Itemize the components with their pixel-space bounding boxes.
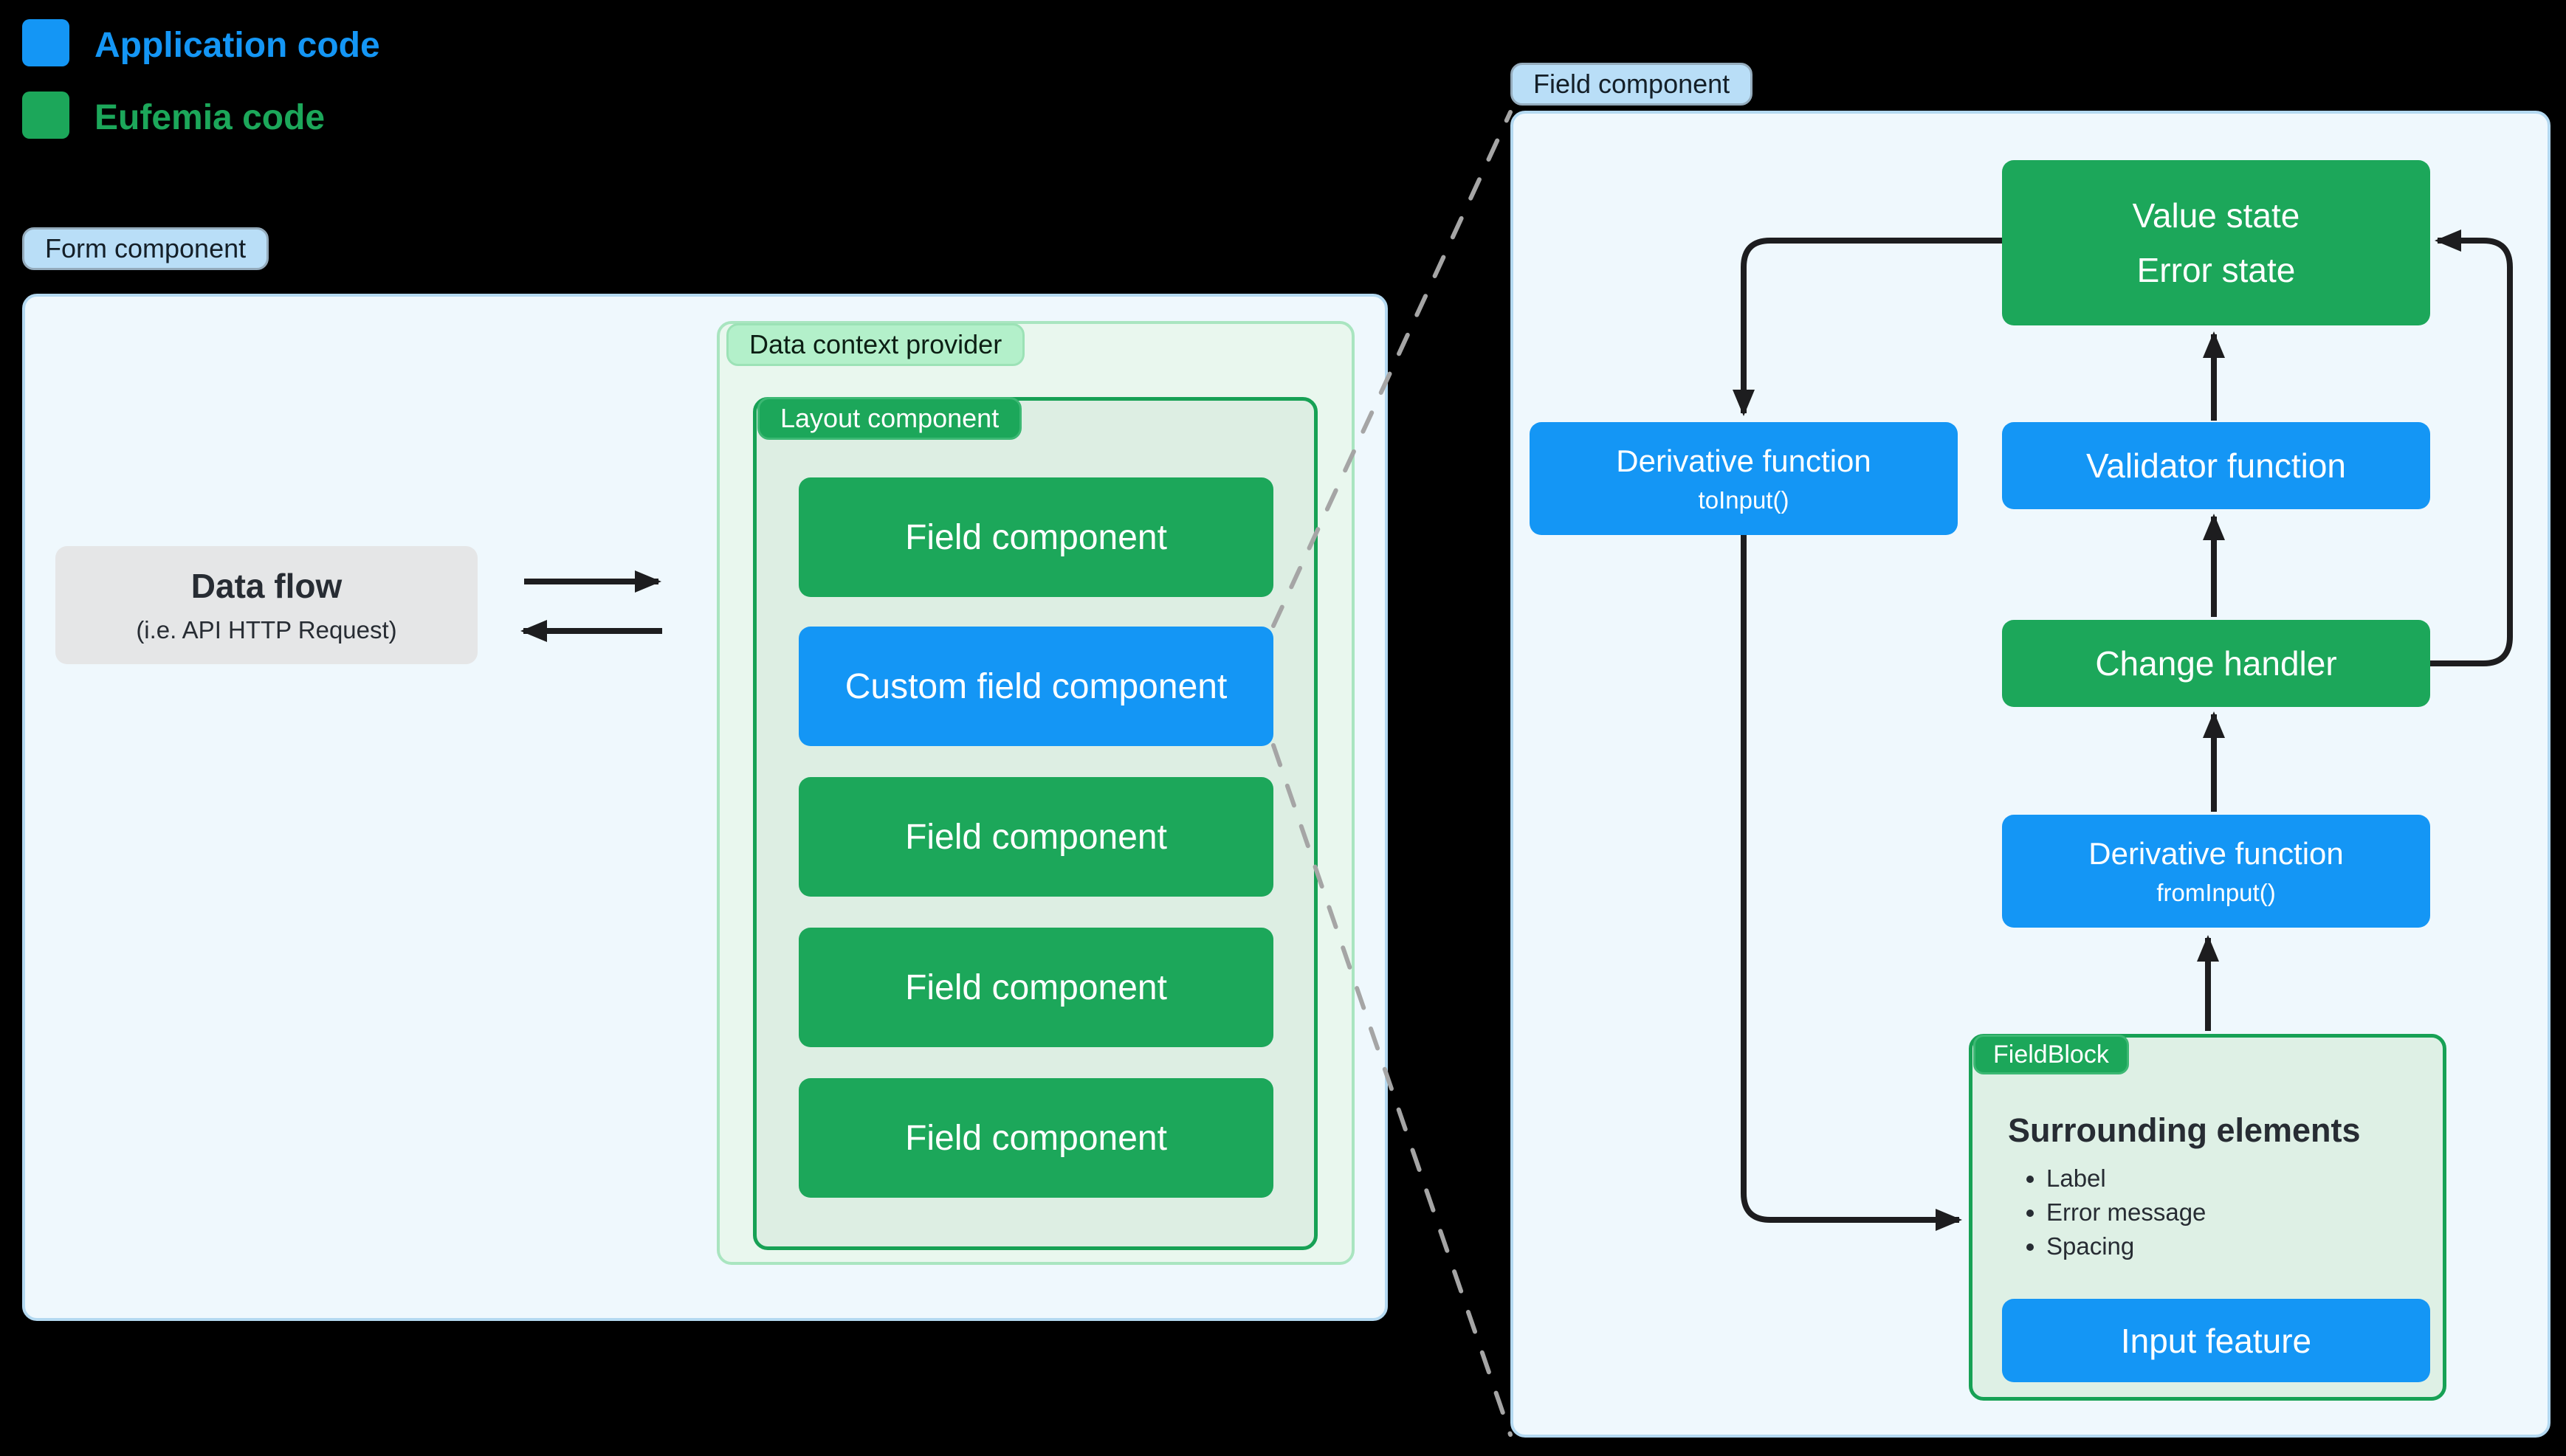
surrounding-elements-list: Label Error message Spacing — [2046, 1162, 2206, 1263]
derivative-frominput-box: Derivative function fromInput() — [2002, 815, 2430, 928]
field-component-detail-tag: Field component — [1510, 63, 1753, 106]
input-feature-box: Input feature — [2002, 1299, 2430, 1382]
input-feature-label: Input feature — [2120, 1321, 2312, 1360]
field-component-label: Field component — [905, 967, 1167, 1007]
field-component-label: Field component — [905, 517, 1167, 557]
form-component-tag: Form component — [22, 227, 269, 270]
eufemia-code-swatch-icon — [22, 92, 69, 139]
data-flow-subtitle: (i.e. API HTTP Request) — [136, 616, 397, 644]
derivative-toinput-box: Derivative function toInput() — [1530, 422, 1958, 535]
custom-field-component-box: Custom field component — [799, 627, 1273, 746]
derivative-toinput-title: Derivative function — [1616, 443, 1871, 478]
surrounding-elements-heading: Surrounding elements — [2008, 1111, 2361, 1149]
layout-component-tag: Layout component — [757, 397, 1022, 440]
field-component-label: Field component — [905, 817, 1167, 857]
derivative-frominput-title: Derivative function — [2088, 835, 2344, 871]
field-component-box-3: Field component — [799, 928, 1273, 1047]
value-state-line: Value state — [2132, 196, 2300, 235]
error-state-line: Error state — [2136, 251, 2296, 289]
value-state-box: Value state Error state — [2002, 160, 2430, 325]
data-flow-box: Data flow (i.e. API HTTP Request) — [55, 546, 478, 664]
legend-label-eufemia-code: Eufemia code — [94, 98, 326, 137]
legend-label-application-code: Application code — [94, 26, 380, 65]
list-item-label: Label — [2046, 1162, 2206, 1195]
application-code-swatch-icon — [22, 19, 69, 66]
field-component-box-4: Field component — [799, 1078, 1273, 1198]
custom-field-component-label: Custom field component — [845, 666, 1228, 706]
field-component-label: Field component — [905, 1118, 1167, 1158]
fieldblock-tag: FieldBlock — [1973, 1035, 2129, 1074]
derivative-toinput-subtitle: toInput() — [1698, 486, 1789, 514]
data-flow-title: Data flow — [190, 567, 343, 605]
change-handler-box: Change handler — [2002, 620, 2430, 707]
field-component-box-1: Field component — [799, 477, 1273, 597]
field-component-box-2: Field component — [799, 777, 1273, 897]
data-context-provider-tag: Data context provider — [726, 323, 1025, 366]
change-handler-label: Change handler — [2095, 644, 2337, 683]
list-item-error-message: Error message — [2046, 1195, 2206, 1229]
derivative-frominput-subtitle: fromInput() — [2156, 878, 2276, 906]
validator-function-box: Validator function — [2002, 422, 2430, 509]
list-item-spacing: Spacing — [2046, 1229, 2206, 1263]
validator-function-label: Validator function — [2085, 446, 2347, 485]
